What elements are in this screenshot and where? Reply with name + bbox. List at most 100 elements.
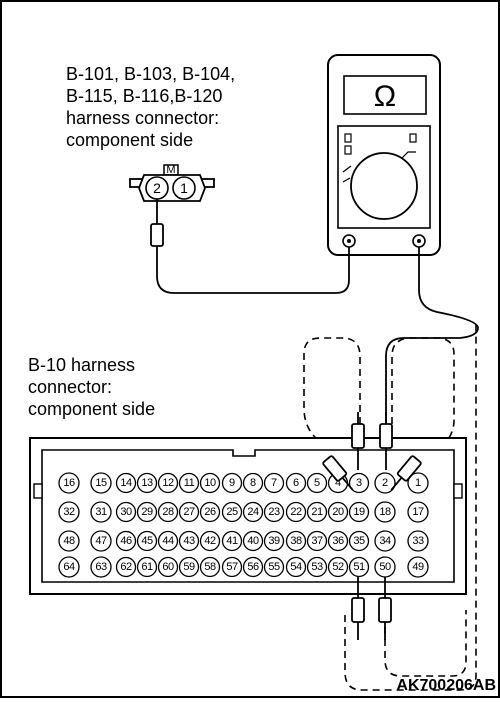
probes-top <box>322 412 422 491</box>
lead-wire-2 <box>385 247 479 424</box>
b10-label-line-2: connector: <box>28 377 112 397</box>
b10-pin <box>374 472 396 494</box>
probes-bottom <box>351 577 392 640</box>
ohmmeter: Ω <box>327 54 441 256</box>
b10-pin-label: 46 <box>120 535 132 547</box>
b10-pin <box>199 472 221 494</box>
ohm-symbol: Ω <box>374 80 396 113</box>
top-label-line-4: component side <box>66 130 193 150</box>
b10-pin-label: 17 <box>412 506 424 518</box>
b10-pin-label: 21 <box>311 506 323 518</box>
b10-pin <box>221 556 243 578</box>
b10-pin-label: 47 <box>95 535 107 547</box>
b10-pin <box>348 472 370 494</box>
b10-pin <box>136 556 158 578</box>
b10-pin-label: 57 <box>226 561 238 573</box>
b10-pin <box>58 530 80 552</box>
small-connector: M 2 1 <box>129 164 215 202</box>
b10-pin-label: 26 <box>204 506 216 518</box>
b10-pin-label: 38 <box>290 535 302 547</box>
b10-pin-label: 59 <box>183 561 195 573</box>
b10-pin <box>263 501 285 523</box>
ohmmeter-button-left <box>344 133 352 143</box>
b10-pin <box>407 556 429 578</box>
b10-pin-label: 41 <box>226 535 238 547</box>
b10-pin <box>327 556 349 578</box>
b10-pin-label: 63 <box>95 561 107 573</box>
b10-pin-label: 51 <box>353 561 365 573</box>
b10-latch-right <box>453 483 463 499</box>
b10-pin-label: 32 <box>63 506 75 518</box>
probe-small-connector <box>150 199 164 258</box>
b10-pin-label: 10 <box>204 477 216 489</box>
b10-pin-label: 30 <box>120 506 132 518</box>
b10-pin-label: 15 <box>95 477 107 489</box>
b10-pin-label: 44 <box>162 535 174 547</box>
b10-pin <box>115 472 137 494</box>
b10-pin-label: 49 <box>412 561 424 573</box>
probe-body <box>351 423 365 449</box>
b10-pin-label: 4 <box>335 477 341 489</box>
b10-pin <box>306 530 328 552</box>
b10-pin-label: 33 <box>412 535 424 547</box>
b10-pin <box>263 556 285 578</box>
b10-pin-label: 43 <box>183 535 195 547</box>
b10-pin-label: 13 <box>141 477 153 489</box>
b10-pin-label: 55 <box>268 561 280 573</box>
b10-pin <box>285 472 307 494</box>
angled-probe <box>322 455 354 491</box>
b10-pin-label: 58 <box>204 561 216 573</box>
b10-pin <box>136 530 158 552</box>
small-connector-pin-2-label: 2 <box>153 180 161 196</box>
small-connector-pin-1-label: 1 <box>180 180 188 196</box>
b10-pin <box>58 556 80 578</box>
b10-pin <box>58 472 80 494</box>
b10-pin-label: 6 <box>293 477 299 489</box>
dashed-guides <box>303 320 477 691</box>
b10-pin-label: 31 <box>95 506 107 518</box>
b10-pin-label: 12 <box>162 477 174 489</box>
b10-pin-label: 29 <box>141 506 153 518</box>
b10-pin-label: 28 <box>162 506 174 518</box>
ohmmeter-button-right <box>409 133 417 143</box>
b10-pin <box>306 472 328 494</box>
b10-pin <box>221 530 243 552</box>
ohmmeter-display <box>343 75 427 115</box>
b10-pin <box>242 472 264 494</box>
b10-pin-label: 1 <box>415 477 421 489</box>
b10-pin <box>263 472 285 494</box>
b10-pin-label: 5 <box>314 477 320 489</box>
figure-code: AK700206AB <box>396 677 496 694</box>
b10-pin-label: 53 <box>311 561 323 573</box>
b10-pin-label: 24 <box>247 506 259 518</box>
b10-pin-label: 11 <box>184 477 195 489</box>
b10-pin <box>90 472 112 494</box>
b10-pin <box>242 530 264 552</box>
b10-pin <box>90 501 112 523</box>
b10-pin-label: 64 <box>63 561 75 573</box>
b10-pin <box>306 556 328 578</box>
b10-pin <box>136 472 158 494</box>
top-connector-label: B-101, B-103, B-104, B-115, B-116,B-120 … <box>66 64 235 150</box>
b10-pin <box>407 472 429 494</box>
b10-pin <box>115 530 137 552</box>
b10-pin-label: 34 <box>379 535 391 547</box>
b10-pin-label: 60 <box>162 561 174 573</box>
b10-pin-label: 20 <box>332 506 344 518</box>
b10-pin-label: 40 <box>247 535 259 547</box>
b10-pin <box>157 472 179 494</box>
ohmmeter-dial <box>350 152 418 220</box>
b10-pin-label: 39 <box>268 535 280 547</box>
b10-pin <box>374 530 396 552</box>
b10-latch-left <box>33 483 43 499</box>
b10-pin-label: 42 <box>204 535 216 547</box>
b10-pin-label: 2 <box>382 477 388 489</box>
b10-pin-label: 7 <box>271 477 277 489</box>
b10-pin-label: 50 <box>379 561 391 573</box>
b10-pin-label: 27 <box>183 506 195 518</box>
top-label-line-2: B-115, B-116,B-120 <box>66 86 222 106</box>
b10-pin <box>327 501 349 523</box>
b10-pin-label: 25 <box>226 506 238 518</box>
b10-pin <box>157 556 179 578</box>
